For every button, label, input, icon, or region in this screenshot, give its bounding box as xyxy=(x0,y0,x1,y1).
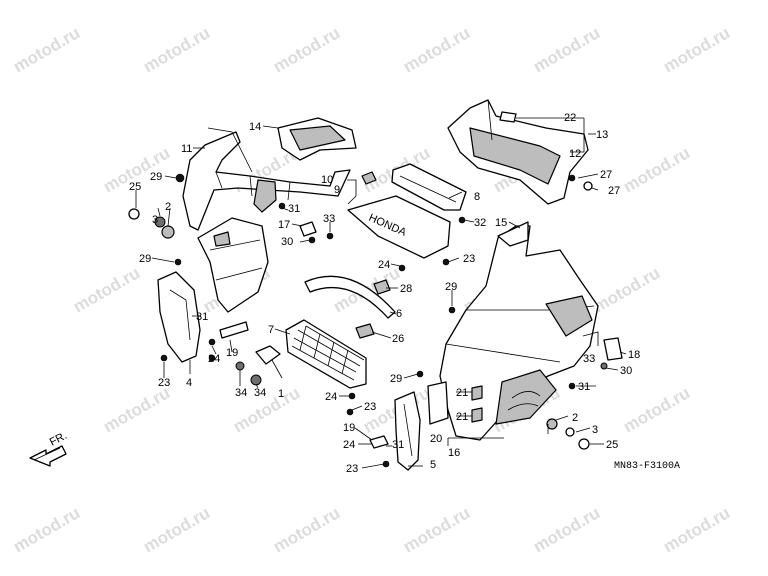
callout-20: 20 xyxy=(430,433,442,445)
callout-17: 17 xyxy=(278,219,290,231)
callout-6: 6 xyxy=(396,308,402,320)
callout-27: 27 xyxy=(600,169,612,181)
callout-23: 23 xyxy=(346,463,358,475)
leader-lines xyxy=(135,117,627,469)
callout-14: 14 xyxy=(249,121,261,133)
callout-10: 10 xyxy=(321,174,333,186)
callout-12: 12 xyxy=(569,148,581,160)
callout-28: 28 xyxy=(400,283,412,295)
callout-16: 16 xyxy=(448,447,460,459)
callout-numbers: 1 2 2 3 3 4 5 6 7 8 9 10 11 12 13 14 15 … xyxy=(129,112,640,475)
callout-24: 24 xyxy=(325,391,337,403)
callout-26: 26 xyxy=(392,333,404,345)
callout-22: 22 xyxy=(564,112,576,124)
callout-8: 8 xyxy=(474,191,480,203)
callout-24: 24 xyxy=(208,353,220,365)
center-top-trim xyxy=(391,163,467,211)
front-grille xyxy=(285,319,367,389)
front-direction-indicator: FR. xyxy=(29,430,69,467)
callout-2: 2 xyxy=(165,201,171,213)
diagram-code: MN83-F3100A xyxy=(614,461,680,472)
upper-cover-right xyxy=(447,99,589,205)
callout-15: 15 xyxy=(495,217,507,229)
inner-cover-upper-left xyxy=(182,117,357,231)
callout-11: 11 xyxy=(181,143,192,155)
callout-31: 31 xyxy=(288,203,300,215)
callout-21: 21 xyxy=(456,411,468,423)
callout-32: 32 xyxy=(474,217,486,229)
callout-7: 7 xyxy=(268,324,274,336)
callout-29: 29 xyxy=(445,281,457,293)
arc-trim-strip xyxy=(304,275,396,319)
inner-panel-left xyxy=(157,217,269,363)
callout-25: 25 xyxy=(606,439,618,451)
callout-23: 23 xyxy=(158,377,170,389)
direction-label: FR. xyxy=(48,430,69,449)
callout-13: 13 xyxy=(596,129,608,141)
center-emblem-panel: HONDA xyxy=(347,171,451,259)
callout-27: 27 xyxy=(608,185,620,197)
callout-29: 29 xyxy=(139,253,151,265)
callout-4: 4 xyxy=(186,377,192,389)
callout-34: 34 xyxy=(254,387,266,399)
callout-34: 34 xyxy=(235,387,247,399)
callout-21: 21 xyxy=(456,387,468,399)
lower-bracket-right xyxy=(394,391,421,471)
callout-24: 24 xyxy=(343,439,355,451)
callout-30: 30 xyxy=(620,365,632,377)
callout-3: 3 xyxy=(592,424,598,436)
callout-29: 29 xyxy=(150,171,162,183)
callout-24: 24 xyxy=(378,259,390,271)
callout-33: 33 xyxy=(323,213,335,225)
callout-19: 19 xyxy=(343,422,355,434)
callout-1: 1 xyxy=(278,388,284,400)
callout-33: 33 xyxy=(583,353,595,365)
callout-5: 5 xyxy=(430,459,436,471)
callout-29: 29 xyxy=(390,373,402,385)
callout-19: 19 xyxy=(226,347,238,359)
callout-2: 2 xyxy=(572,412,578,424)
callout-30: 30 xyxy=(281,236,293,248)
callout-31: 31 xyxy=(578,381,590,393)
side-plate xyxy=(427,381,483,425)
hardware xyxy=(128,173,623,468)
callout-31: 31 xyxy=(196,311,208,323)
callout-23: 23 xyxy=(364,401,376,413)
callout-9: 9 xyxy=(334,184,340,196)
callout-3: 3 xyxy=(152,214,158,226)
callout-23: 23 xyxy=(463,253,475,265)
callout-25: 25 xyxy=(129,181,141,193)
callout-31: 31 xyxy=(392,439,404,451)
callout-18: 18 xyxy=(628,349,640,361)
